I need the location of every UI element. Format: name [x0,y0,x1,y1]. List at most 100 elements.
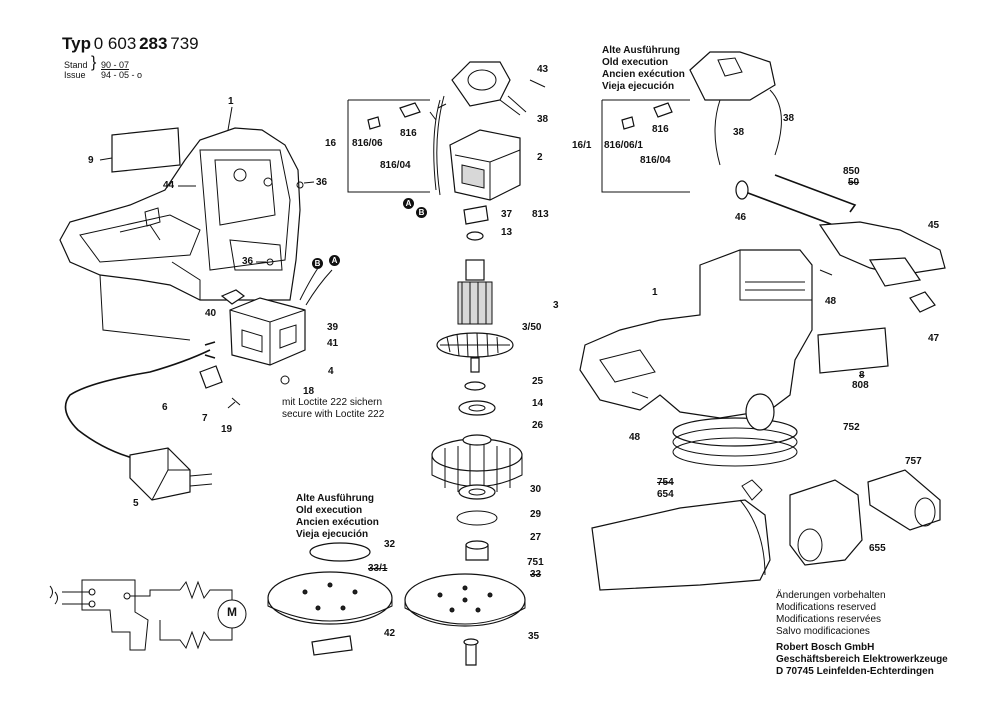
part-3-50: 3/50 [522,322,542,333]
loctite-note: mit Loctite 222 sichern secure with Loct… [282,397,384,421]
type-number-suffix: 739 [170,34,199,53]
part-37: 37 [501,209,513,220]
label-plate-808 [817,327,889,374]
part-816-04-new: 816/04 [640,155,671,166]
switch-drawing [220,267,333,385]
part-41: 41 [327,338,339,349]
part-5: 5 [133,498,139,509]
modifications-note: Änderungen vorbehalten Modifications res… [776,590,886,638]
sander-body-drawing [579,249,813,467]
mod-fr: Modifications reservées [776,614,882,625]
nozzle-757 [867,469,941,531]
part-751: 751 [527,557,544,568]
old-exec-de: Alte Ausführung [602,45,680,56]
company-name: Robert Bosch GmbH [776,642,875,653]
marker-b-motor: B [416,207,427,218]
issue-value: 94 - 05 - o [101,70,143,80]
bracket-16 [347,99,430,193]
part-752: 752 [843,422,860,433]
part-2: 2 [537,152,543,163]
old-exec-en: Old execution [602,57,669,68]
part-7: 7 [202,413,208,424]
dust-bag-drawing [591,479,771,591]
mod-en: Modifications reserved [776,602,877,613]
armature-drawing [436,259,514,373]
part-3: 3 [553,300,559,311]
mod-es: Salvo modificaciones [776,626,870,637]
part-9: 9 [88,155,94,166]
part-36-lower: 36 [242,256,254,267]
old-exec-de-2: Alte Ausführung [296,493,374,504]
company-address: D 70745 Leinfelden-Echterdingen [776,666,934,677]
adapter-655 [789,479,863,566]
part-13: 13 [501,227,513,238]
part-46: 46 [735,212,747,223]
old-exec-es: Vieja ejecución [602,81,675,92]
stand-label: Stand [64,60,88,70]
part-48-upper: 48 [825,296,837,307]
old-exec-en-2: Old execution [296,505,363,516]
part-816-06-1: 816/06/1 [604,140,643,151]
part-25: 25 [532,376,544,387]
part-50-struck: 50 [848,177,860,188]
bearing-14 [458,400,496,416]
part-27: 27 [530,532,542,543]
part-1-housing: 1 [228,96,234,107]
company-info: Robert Bosch GmbH Geschäftsbereich Elekt… [776,642,948,678]
part-33-struck: 33 [530,569,542,580]
label-plate-9 [111,127,181,173]
part-14: 14 [532,398,544,409]
old-exec-es-2: Vieja ejecución [296,529,369,540]
type-number: Typ 0 603 283 739 [62,35,199,53]
part-45: 45 [928,220,940,231]
wiring-diagram [49,579,247,651]
part-36-upper: 36 [316,177,328,188]
old-execution-top: Alte Ausführung Old execution Ancien exé… [602,45,685,93]
part-38-motor: 38 [537,114,549,125]
old-sanding-pad [267,542,393,656]
loctite-en: secure with Loctite 222 [282,409,385,420]
marker-b-top: B [312,258,323,269]
part-4: 4 [328,366,334,377]
old-exec-fr-2: Ancien exécution [296,517,379,528]
part-816: 816 [400,128,417,139]
aux-handle-45 [818,221,946,276]
part-816-06: 816/06 [352,138,383,149]
motor-drawing [429,61,546,241]
part-18: 18 [303,386,315,397]
part-26: 26 [532,420,544,431]
part-29: 29 [530,509,542,520]
part-8-struck: 8 [859,370,865,381]
company-division: Geschäftsbereich Elektrowerkzeuge [776,654,948,665]
part-30: 30 [530,484,542,495]
part-38-right: 38 [783,113,795,124]
sanding-pad-751 [404,573,526,627]
type-number-prefix: 0 603 [93,34,137,53]
part-43: 43 [537,64,549,75]
mod-de: Änderungen vorbehalten [776,590,886,601]
part-813: 813 [532,209,549,220]
loctite-de: mit Loctite 222 sichern [282,397,383,408]
part-44: 44 [163,180,175,191]
type-number-bold: 283 [139,34,168,53]
part-850: 850 [843,166,860,177]
part-47: 47 [928,333,940,344]
part-35: 35 [528,631,540,642]
part-654: 654 [657,489,674,500]
old-execution-bottom: Alte Ausführung Old execution Ancien exé… [296,493,379,541]
marker-a-motor: A [403,198,414,209]
part-40: 40 [205,308,217,319]
part-38-left: 38 [733,127,745,138]
part-808: 808 [852,380,869,391]
stand-value: 90 - 07 [101,60,130,70]
part-19: 19 [221,424,233,435]
part-655: 655 [869,543,886,554]
part-42: 42 [384,628,396,639]
part-33-1: 33/1 [368,563,388,574]
part-39: 39 [327,322,339,333]
part-816-new: 816 [652,124,669,135]
part-16: 16 [325,138,337,149]
part-754-struck: 754 [657,477,674,488]
housing-half-drawing [59,127,301,301]
